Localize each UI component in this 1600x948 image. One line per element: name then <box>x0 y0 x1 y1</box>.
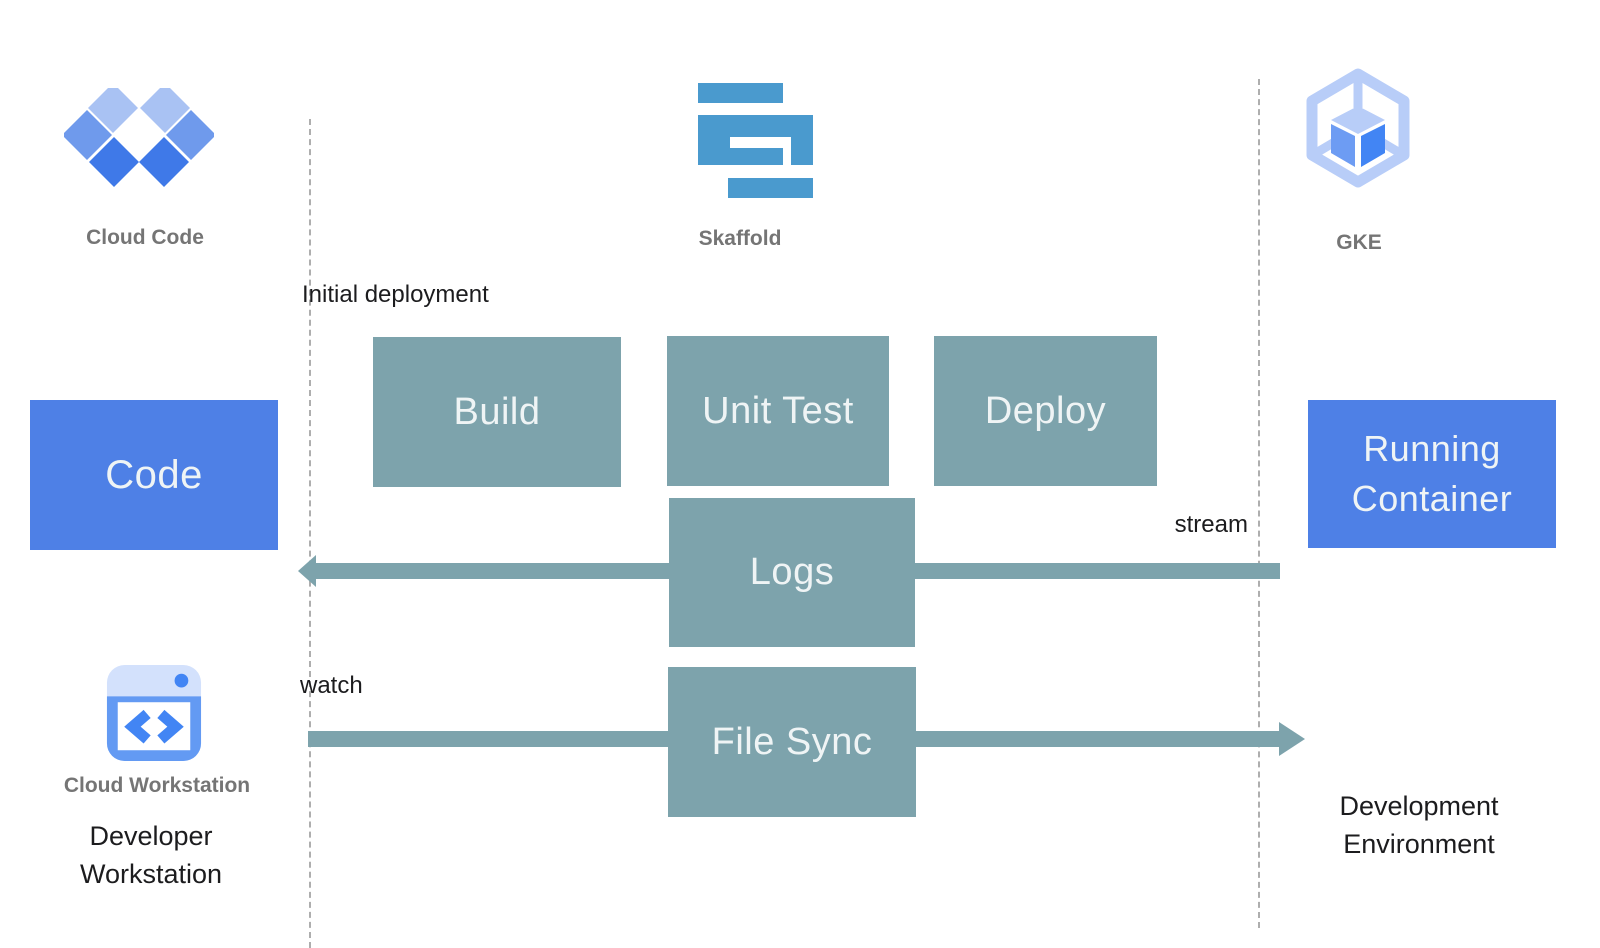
logs-box: Logs <box>669 498 915 647</box>
cloud-workstation-label: Cloud Workstation <box>63 774 251 797</box>
right-column-divider <box>1258 79 1260 928</box>
code-box: Code <box>30 400 278 550</box>
watch-label: watch <box>300 672 363 699</box>
file-sync-watch-arrowhead-icon <box>1279 722 1305 756</box>
initial-deployment-label: Initial deployment <box>302 281 489 308</box>
cloud-code-label: Cloud Code <box>86 226 204 249</box>
left-column-divider <box>309 119 311 948</box>
file-sync-box: File Sync <box>668 667 916 817</box>
skaffold-icon <box>698 83 813 203</box>
development-environment-caption: Development Environment <box>1339 791 1499 859</box>
gke-label: GKE <box>1336 231 1382 254</box>
cloud-workstation-icon <box>105 663 203 768</box>
gke-icon <box>1298 66 1418 201</box>
unit-test-step-box: Unit Test <box>667 336 889 486</box>
logs-stream-arrowhead-icon <box>298 555 316 587</box>
cloud-code-icon <box>62 83 216 193</box>
stream-label: stream <box>1174 511 1248 538</box>
running-container-box: Running Container <box>1308 400 1556 548</box>
skaffold-label: Skaffold <box>698 227 782 250</box>
build-step-box: Build <box>373 337 621 487</box>
developer-workstation-caption: Developer Workstation <box>79 821 223 889</box>
deploy-step-box: Deploy <box>934 336 1157 486</box>
